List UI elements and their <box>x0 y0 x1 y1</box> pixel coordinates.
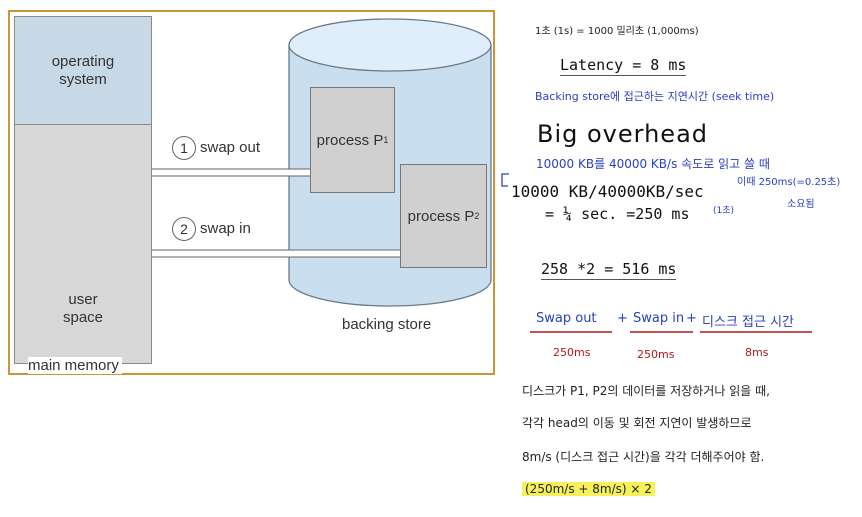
process-p1-subscript: 1 <box>383 135 389 145</box>
os-label-line1: operating <box>51 52 115 70</box>
main-memory-block: operating system user space <box>14 16 152 364</box>
disk-access-value: 8ms <box>745 346 769 359</box>
step-1-circle: 1 <box>172 136 196 160</box>
swap-in-value: 250ms <box>637 348 675 361</box>
plus-sign-1: + <box>617 311 628 326</box>
one-second-note: (1초) <box>713 206 735 216</box>
explanation-line-1: 디스크가 P1, P2의 데이터를 저장하거나 읽을 때, <box>522 384 770 398</box>
explanation-line-3: 8m/s (디스크 접근 시간)을 각각 더해주어야 함. <box>522 450 765 464</box>
swap-out-label: swap out <box>200 139 261 156</box>
duration-note: 이때 250ms(=0.25초) <box>737 177 841 188</box>
latency-value: Latency = 8 ms <box>560 56 687 76</box>
process-p2-box: process P 2 <box>400 164 487 268</box>
operating-system-region: operating system <box>15 17 151 125</box>
big-overhead-heading: Big overhead <box>537 120 709 148</box>
latency-explanation: Backing store에 접근하는 지연시간 (seek time) <box>535 90 775 103</box>
quarter-second-result: = ¼ sec. =250 ms <box>545 205 690 223</box>
swapping-diagram: operating system user space main memory … <box>8 10 495 375</box>
disk-access-term: 디스크 접근 시간 <box>702 315 794 330</box>
time-unit-note: 1초 (1s) = 1000 밀리초 (1,000ms) <box>535 26 699 37</box>
step-2-circle: 2 <box>172 217 196 241</box>
swap-in-label: swap in <box>200 220 251 237</box>
final-formula: (250m/s + 8m/s) × 2 <box>522 482 655 496</box>
transfer-calculation: 10000 KB/40000KB/sec <box>511 182 704 201</box>
user-space-label: user space <box>62 291 104 326</box>
explanation-line-2: 각각 head의 이동 및 회전 지연이 발생하므로 <box>522 416 752 430</box>
duration-note-2: 소요됨 <box>787 199 815 210</box>
process-p1-box: process P 1 <box>310 87 395 193</box>
terms-underline <box>530 331 812 333</box>
plus-sign-2: + <box>686 311 697 326</box>
main-memory-label: main memory <box>28 357 122 374</box>
backing-store-label: backing store <box>342 316 432 333</box>
swap-out-value: 250ms <box>553 346 591 359</box>
swap-in-term: Swap in <box>633 311 685 326</box>
process-p2-subscript: 2 <box>474 211 480 221</box>
swap-out-term: Swap out <box>536 311 597 326</box>
total-calculation: 258 *2 = 516 ms <box>541 260 677 280</box>
transfer-note: 10000 KB를 40000 KB/s 속도로 읽고 쓸 때 <box>536 157 770 171</box>
bracket-mark <box>501 173 509 187</box>
os-label-line2: system <box>59 70 107 88</box>
